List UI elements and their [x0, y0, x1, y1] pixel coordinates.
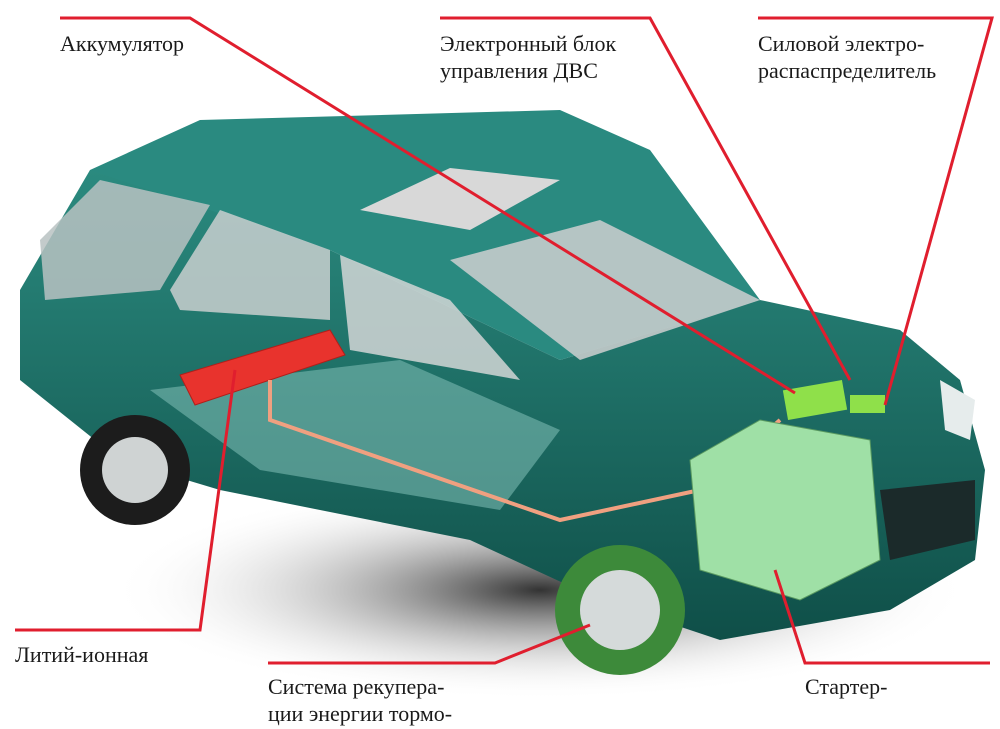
- rear-rim: [102, 437, 168, 503]
- ecu-module: [782, 380, 848, 420]
- leader-lithium: [15, 369, 237, 632]
- label-regen-line2: ции энергии тормо-: [268, 701, 453, 726]
- front-side-window: [340, 255, 520, 380]
- label-regen: Система рекупера- ции энергии тормо-: [268, 673, 452, 727]
- label-ecu: Электронный блок управления ДВС: [440, 30, 616, 84]
- lithium-battery-pack: [179, 329, 346, 406]
- label-lithium: Литий-ионная: [15, 642, 149, 667]
- power-distributor: [850, 395, 885, 413]
- label-ecu-line2: управления ДВС: [440, 58, 598, 83]
- label-ecu-line1: Электронный блок: [440, 31, 617, 56]
- leader-ecu: [440, 16, 852, 381]
- sunroof: [360, 168, 560, 230]
- label-power-line1: Силовой электро-: [758, 31, 925, 56]
- leader-regen: [268, 623, 591, 665]
- leader-starter: [773, 569, 990, 665]
- leader-power: [758, 16, 994, 406]
- label-power-distributor: Силовой электро- распаспределитель: [758, 30, 936, 84]
- front-grille: [880, 480, 975, 560]
- label-regen-line1: Система рекупера-: [268, 674, 445, 699]
- floor-cutaway: [150, 360, 560, 510]
- headlight: [940, 380, 975, 440]
- engine: [689, 419, 881, 601]
- label-starter: Стартер-: [805, 674, 888, 699]
- leader-battery: [60, 16, 796, 395]
- label-power-line2: распаспределитель: [758, 58, 937, 83]
- front-rim: [580, 570, 660, 650]
- label-battery: Аккумулятор: [60, 31, 185, 56]
- side-window: [170, 210, 330, 320]
- rear-window: [40, 180, 210, 300]
